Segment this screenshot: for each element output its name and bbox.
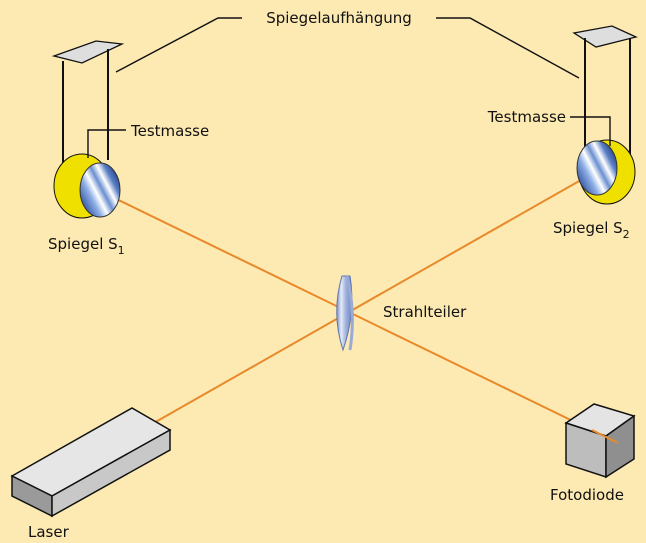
suspension-right	[572, 25, 638, 170]
label-test-mass-right: Testmasse	[487, 108, 566, 126]
label-laser: Laser	[28, 523, 70, 541]
label-photodiode: Fotodiode	[550, 486, 624, 504]
label-test-mass-left: Testmasse	[130, 122, 209, 140]
label-mirror-right: Spiegel S2	[553, 219, 630, 241]
test-mass-right	[576, 139, 636, 205]
label-suspension: Spiegelaufhängung	[266, 9, 412, 27]
suspension-plate-right	[572, 25, 638, 48]
laser-beams	[99, 175, 619, 444]
beam-splitter	[336, 275, 354, 352]
label-beam-splitter: Strahlteiler	[383, 303, 467, 321]
photodiode	[564, 403, 636, 479]
label-mirror-left: Spiegel S1	[48, 235, 125, 257]
suspension-plate-left	[51, 40, 125, 64]
laser-source	[10, 407, 172, 518]
beam-mirror1-to-photodiode	[99, 190, 619, 444]
beam-laser-to-mirror2	[151, 175, 589, 425]
mirror-left	[79, 162, 121, 218]
mirror-right	[576, 140, 618, 196]
suspension-left	[51, 40, 125, 186]
leader-lines	[87, 17, 611, 158]
test-mass-left	[53, 153, 121, 219]
